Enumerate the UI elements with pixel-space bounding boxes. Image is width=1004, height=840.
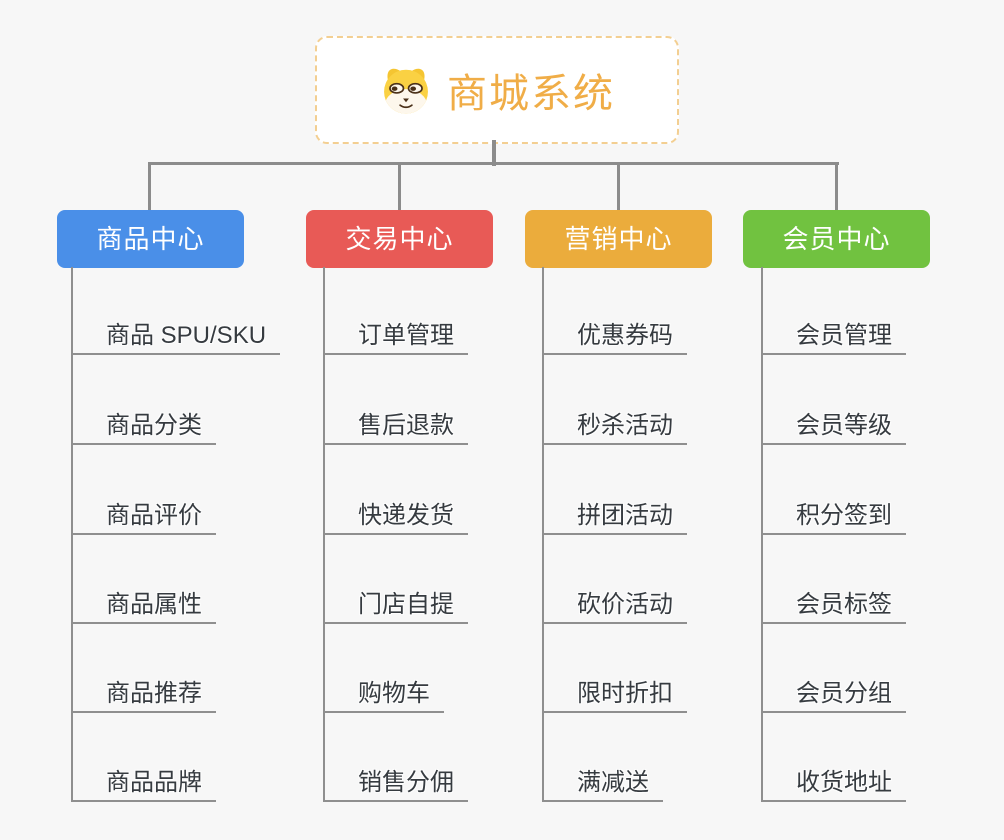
leaf-node[interactable]: 满减送 xyxy=(542,768,663,802)
leaf-node[interactable]: 会员分组 xyxy=(761,679,906,713)
leaf-node[interactable]: 商品品牌 xyxy=(71,768,216,802)
leaf-node[interactable]: 会员标签 xyxy=(761,590,906,624)
connector-drop-4 xyxy=(835,164,838,211)
connector-drop-2 xyxy=(398,164,401,211)
leaf-node[interactable]: 购物车 xyxy=(323,679,444,713)
leaf-node[interactable]: 优惠券码 xyxy=(542,321,687,355)
leaf-node[interactable]: 商品 SPU/SKU xyxy=(71,321,281,355)
leaf-node[interactable]: 限时折扣 xyxy=(542,679,687,713)
leaf-node[interactable]: 收货地址 xyxy=(761,768,906,802)
root-title: 商城系统 xyxy=(447,72,615,116)
leaf-node[interactable]: 商品评价 xyxy=(71,501,216,535)
leaf-node[interactable]: 售后退款 xyxy=(323,411,468,445)
leaf-node[interactable]: 会员等级 xyxy=(761,411,906,445)
shiba-dog-icon xyxy=(384,68,428,114)
branch-node-trade[interactable]: 交易中心 xyxy=(306,210,493,268)
branch-node-products[interactable]: 商品中心 xyxy=(57,210,244,268)
leaf-node[interactable]: 快递发货 xyxy=(323,501,468,535)
leaf-node[interactable]: 商品推荐 xyxy=(71,679,216,713)
root-node[interactable]: 商城系统 xyxy=(315,36,679,144)
leaf-node[interactable]: 会员管理 xyxy=(761,321,906,355)
leaf-node[interactable]: 商品属性 xyxy=(71,590,216,624)
branch-node-members[interactable]: 会员中心 xyxy=(743,210,930,268)
leaf-node[interactable]: 秒杀活动 xyxy=(542,411,687,445)
leaf-node[interactable]: 拼团活动 xyxy=(542,501,687,535)
connector-bus xyxy=(148,162,839,165)
leaf-node[interactable]: 销售分佣 xyxy=(323,768,468,802)
branch-node-marketing[interactable]: 营销中心 xyxy=(525,210,712,268)
leaf-node[interactable]: 商品分类 xyxy=(71,411,216,445)
connector-root-drop xyxy=(492,140,496,166)
leaf-node[interactable]: 门店自提 xyxy=(323,590,468,624)
connector-drop-1 xyxy=(148,164,151,211)
connector-drop-3 xyxy=(617,164,620,211)
leaf-node[interactable]: 订单管理 xyxy=(323,321,468,355)
leaf-node[interactable]: 积分签到 xyxy=(761,501,906,535)
leaf-node[interactable]: 砍价活动 xyxy=(542,590,687,624)
